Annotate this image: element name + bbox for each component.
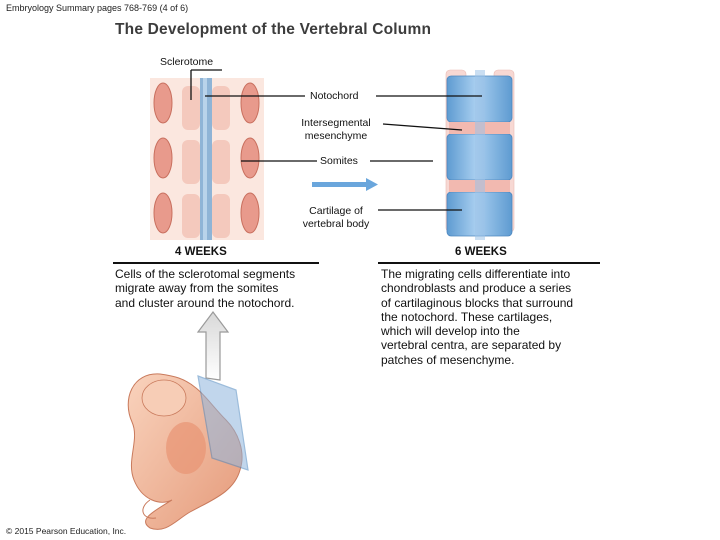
cartilage-label: Cartilage of vertebral body [290, 205, 382, 231]
cartilage-line2: vertebral body [302, 218, 370, 230]
right-caption-line: The migrating cells differentiate into [381, 267, 571, 281]
transition-arrow [312, 178, 378, 191]
right-caption-line: of cartilaginous blocks that surround [381, 295, 574, 310]
left-caption-line: and cluster around the notochord. [115, 295, 295, 310]
six-weeks-heading: 6 WEEKS [455, 246, 507, 258]
right-caption-line: patches of mesenchyme. [381, 352, 515, 367]
leader-lines [190, 69, 482, 211]
cartilage-line1: Cartilage of [309, 205, 363, 217]
up-arrow [196, 311, 230, 381]
notochord-label: Notochord [310, 90, 359, 102]
intersegmental-line1: Intersegmental [301, 117, 371, 129]
page-header: Embryology Summary pages 768-769 (4 of 6… [6, 3, 189, 13]
six-week-diagram [445, 69, 515, 240]
four-week-diagram [150, 78, 264, 240]
copyright-notice: © 2015 Pearson Education, Inc. [6, 526, 127, 536]
left-rule [113, 262, 319, 264]
embryo-illustration [127, 373, 249, 530]
left-caption-line: Cells of the sclerotomal segments [115, 267, 296, 281]
right-caption-line: the notochord. These cartilages, [381, 309, 553, 324]
sclerotome-label: Sclerotome [160, 56, 214, 68]
page-title: The Development of the Vertebral Column [115, 21, 432, 38]
right-caption-line: which will develop into the [381, 324, 520, 339]
right-rule [378, 262, 600, 264]
intersegmental-mesenchyme-label: Intersegmental mesenchyme [290, 117, 382, 143]
intersegmental-line2: mesenchyme [304, 130, 368, 142]
somites-label: Somites [320, 155, 358, 167]
right-caption-line: chondroblasts and produce a series [381, 281, 572, 296]
right-caption: The migrating cells differentiate into c… [381, 267, 616, 367]
four-weeks-heading: 4 WEEKS [175, 246, 227, 258]
left-caption: Cells of the sclerotomal segments migrat… [115, 267, 330, 310]
right-caption-line: vertebral centra, are separated by [381, 338, 562, 353]
left-caption-line: migrate away from the somites [115, 281, 279, 296]
